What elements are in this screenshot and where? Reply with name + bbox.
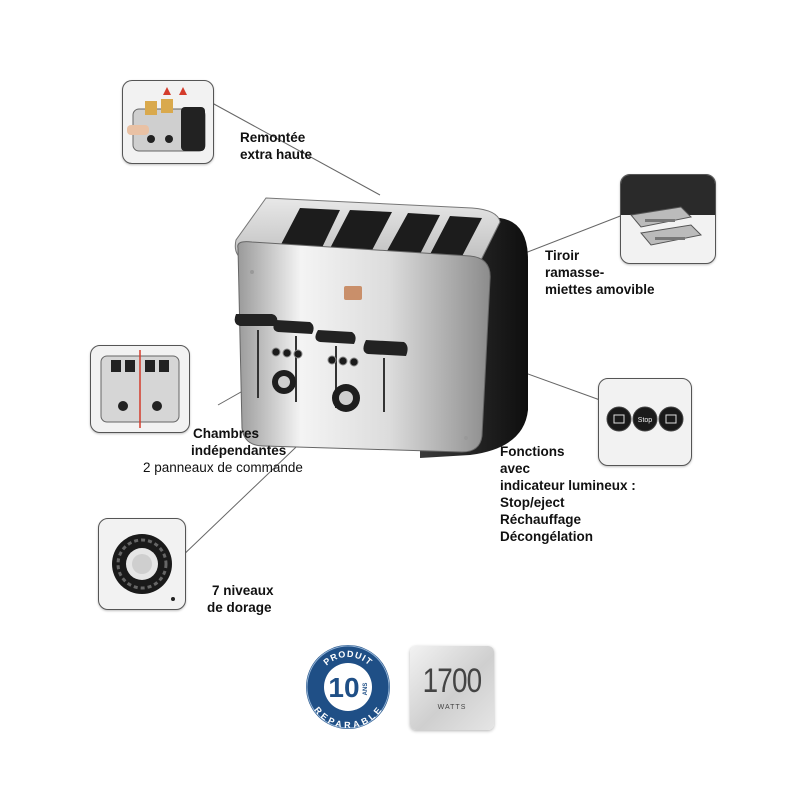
buttons-inset: Stop [598, 378, 692, 466]
feature-browning-line1: 7 niveaux [212, 583, 274, 598]
browning-knobs [272, 370, 360, 412]
knob-inset-illustration [112, 534, 175, 601]
watts-unit: WATTS [437, 704, 467, 711]
feature-lift-line2: extra haute [240, 147, 313, 162]
watts-value: 1700 [422, 662, 483, 700]
feature-browning-label: 7 niveaux de dorage [207, 582, 274, 616]
feature-chambers-line2: indépendantes [191, 443, 287, 458]
repairable-badge: PRODUIT REPARABLE 10 ANS [304, 643, 392, 731]
stop-button-label: Stop [638, 417, 653, 424]
defrost-icon [613, 414, 625, 424]
chambers-inset-illustration [100, 350, 180, 428]
feature-functions-line2: avec [500, 461, 531, 476]
badge-number: 10 [328, 672, 359, 703]
feature-chambers-line3: 2 panneaux de commande [143, 460, 303, 475]
feature-chambers-line1: Chambres [193, 426, 260, 441]
feature-functions-line4: Stop/eject [500, 495, 565, 510]
feature-crumb-line3: miettes amovible [545, 282, 655, 297]
chambers-inset [90, 345, 190, 433]
toaster-levers [234, 314, 408, 356]
lift-inset-illustration [127, 87, 206, 152]
knob-inset [98, 518, 186, 610]
feature-lift-line1: Remontée [240, 130, 306, 145]
buttons-inset-illustration: Stop [606, 406, 684, 432]
reheat-icon [665, 414, 677, 424]
crumb-inset [620, 174, 716, 264]
feature-crumb-line2: ramasse- [545, 265, 605, 280]
crumb-inset-illustration [621, 175, 715, 246]
feature-browning-line2: de dorage [207, 600, 272, 615]
repairable-badge-graphic: PRODUIT REPARABLE 10 ANS [306, 645, 390, 730]
badge-unit: ANS [363, 683, 369, 696]
function-buttons [271, 347, 359, 367]
feature-functions-line3: indicateur lumineux : [500, 478, 636, 493]
feature-functions-line5: Réchauffage [500, 512, 582, 527]
feature-functions-line1: Fonctions [500, 444, 565, 459]
feature-functions-label: Fonctions avec indicateur lumineux : Sto… [500, 443, 636, 545]
feature-lift-label: Remontée extra haute [240, 129, 312, 163]
lift-inset [122, 80, 214, 164]
brand-plate [344, 286, 362, 300]
feature-crumb-label: Tiroir ramasse- miettes amovible [545, 247, 655, 298]
toaster-slots [276, 208, 482, 264]
feature-chambers-label: Chambres indépendantes 2 panneaux de com… [143, 425, 303, 476]
feature-crumb-line1: Tiroir [545, 248, 580, 263]
watts-badge: 1700 WATTS [410, 646, 494, 730]
feature-functions-line6: Décongélation [500, 529, 594, 544]
